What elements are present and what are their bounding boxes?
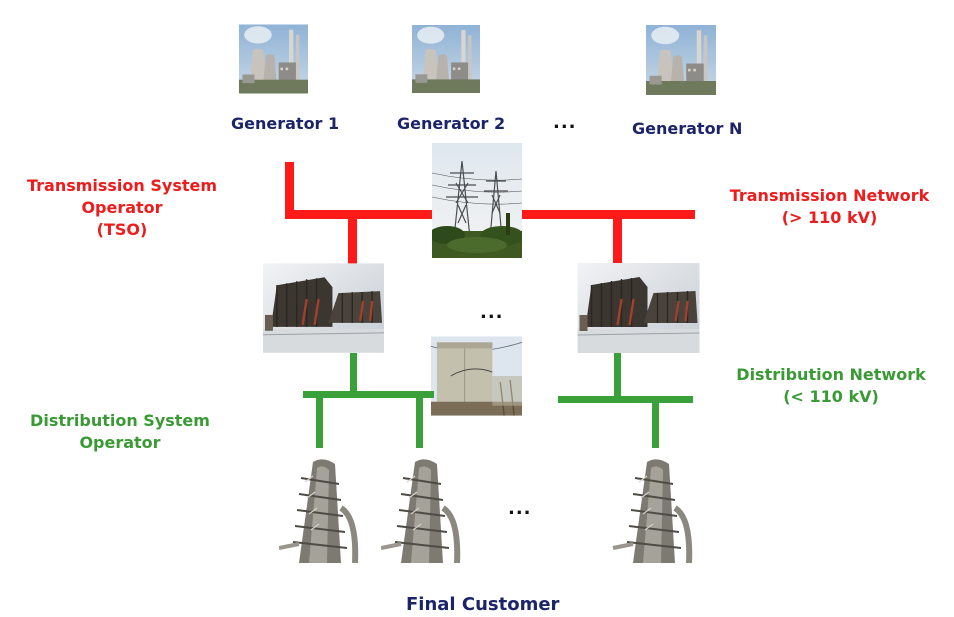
substation-right-image <box>577 263 700 353</box>
generator-n-label: Generator N <box>632 119 743 138</box>
generator-ellipsis: ... <box>553 112 577 133</box>
generator-2-image <box>412 10 480 108</box>
transmission-drop-right <box>613 214 622 264</box>
customer-n-image <box>612 448 694 563</box>
distribution-drop-left-1 <box>316 391 323 448</box>
distribution-feeder-right <box>614 353 621 400</box>
distribution-feeder-left <box>350 353 357 391</box>
distribution-network-label: Distribution Network (< 110 kV) <box>736 365 926 406</box>
customer-2-image <box>381 448 461 563</box>
distribution-drop-right <box>652 396 659 448</box>
generator-2-label: Generator 2 <box>397 114 506 133</box>
distribution-operator-label: Distribution System Operator <box>30 411 210 452</box>
generator-n-image <box>646 12 716 108</box>
transmission-feeder-vertical <box>285 162 294 219</box>
final-customer-label: Final Customer <box>406 594 560 615</box>
generator-1-label: Generator 1 <box>231 114 340 133</box>
customer-1-image <box>279 448 359 563</box>
transmission-drop-left <box>348 214 357 264</box>
transmission-bus-left <box>285 210 433 219</box>
transmission-network-label: Transmission Network (> 110 kV) <box>729 186 930 227</box>
distribution-drop-left-2 <box>416 391 423 448</box>
transmission-operator-label: Transmission System Operator (TSO) <box>26 176 218 239</box>
distribution-bus-right <box>558 396 693 403</box>
customer-ellipsis: ... <box>508 498 532 519</box>
transmission-bus-right <box>522 210 695 219</box>
substation-left-image <box>263 263 384 353</box>
distribution-cabinet-image <box>431 336 522 416</box>
substation-ellipsis: ... <box>480 302 504 323</box>
generator-1-image <box>239 10 308 108</box>
distribution-bus-left <box>303 391 434 398</box>
transmission-tower-image <box>432 143 522 258</box>
